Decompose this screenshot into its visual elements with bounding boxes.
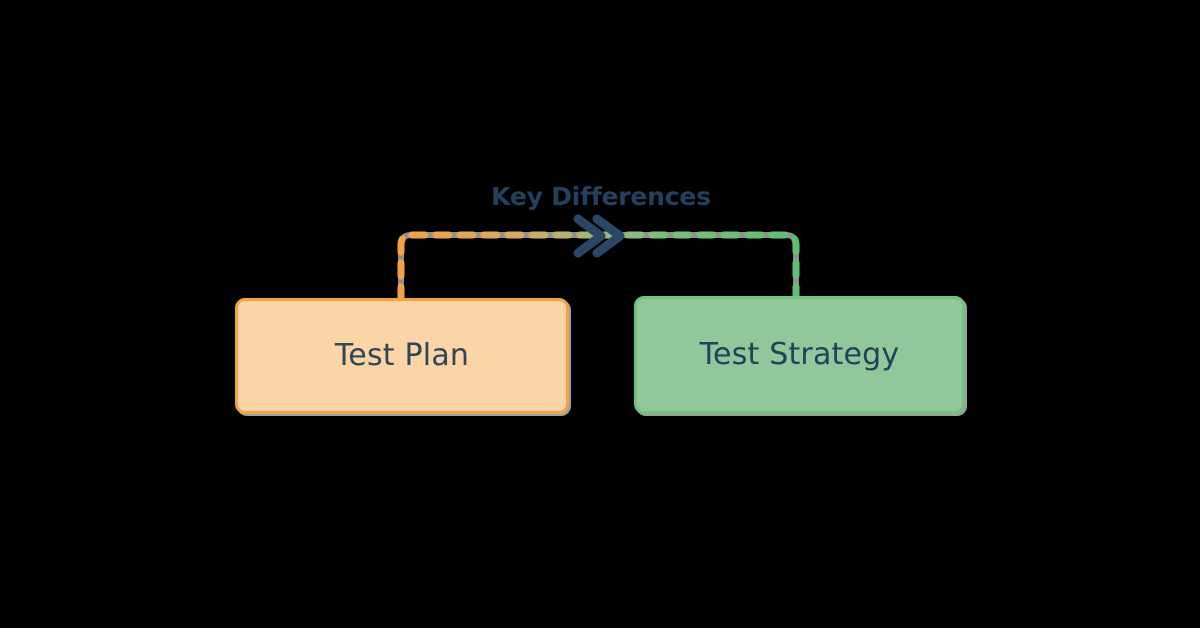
node-test-strategy[interactable]: Test Strategy [634,296,965,414]
node-test-plan-label: Test Plan [334,338,470,373]
node-test-plan[interactable]: Test Plan [235,298,569,414]
double-chevron-right-icon [573,214,625,258]
node-test-strategy-label: Test Strategy [699,337,900,372]
edge-label-text: Key Differences [491,182,711,211]
connector-shadow-path [398,232,799,300]
connector-path [397,231,800,304]
edge-label: Key Differences [0,183,1200,211]
